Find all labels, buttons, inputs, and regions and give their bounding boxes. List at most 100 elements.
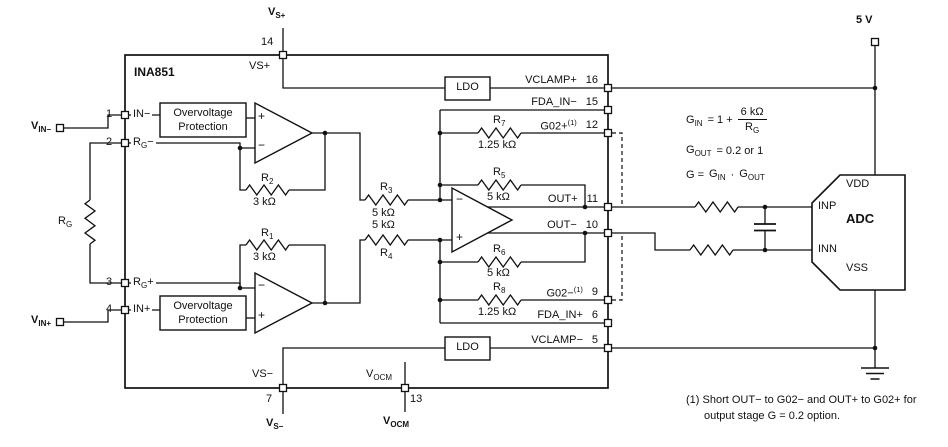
amp2-minus-mark: − xyxy=(258,278,266,292)
fda-symbol xyxy=(451,186,514,254)
pin-16-number: 16 xyxy=(585,74,598,86)
wire-rg-bottom xyxy=(89,244,121,284)
ovp-line1: Overvoltage xyxy=(173,107,233,119)
g-pre: G = xyxy=(686,168,705,181)
gout-rhs: = 0.2 or 1 xyxy=(716,144,764,157)
ovp-line2: Protection xyxy=(178,121,228,133)
fda-minus-mark: − xyxy=(456,192,464,206)
dashed-link-g02m-outm xyxy=(612,233,623,301)
footnote-line1: (1) Short OUT− to G02− and OUT+ to G02+ … xyxy=(686,394,917,406)
pin-16-label: VCLAMP+ xyxy=(525,74,577,86)
pin-6-label: FDA_IN+ xyxy=(537,309,583,321)
resistor-r7-symbol xyxy=(477,126,522,140)
resistor-r3-symbol xyxy=(364,193,409,207)
fda-plus-mark: + xyxy=(456,230,464,244)
wire-vsm-ldo2 xyxy=(282,347,445,384)
pin-terminal-11 xyxy=(603,202,613,212)
resistor-r8-symbol xyxy=(477,293,522,307)
pin-terminal-7 xyxy=(278,383,288,393)
resistor-r2-value: 3 kΩ xyxy=(253,196,276,208)
pin-12-label: G02+(1) xyxy=(540,118,577,133)
wire-layer xyxy=(63,28,876,414)
vin-plus-label: VIN+ xyxy=(31,314,52,329)
pin-9-number: 9 xyxy=(591,286,598,298)
adc-vss-label: VSS xyxy=(846,262,869,274)
wire-r1-right xyxy=(289,244,326,303)
vs-plus-ext-label: VS+ xyxy=(268,6,286,21)
pin-7-label: VS− xyxy=(252,368,274,380)
footnote-line2: output stage G = 0.2 option. xyxy=(704,410,841,422)
resistor-r3-value: 5 kΩ xyxy=(372,207,395,219)
gin-mid: = 1 + xyxy=(707,114,733,127)
wire-outm-ext xyxy=(612,232,690,251)
pin-2-number: 2 xyxy=(106,136,113,148)
gain-option-dashed-links xyxy=(612,132,623,301)
vs-minus-ext-label: VS− xyxy=(266,417,284,432)
gout-lhs: GOUT xyxy=(686,144,712,159)
pin-terminal-3 xyxy=(120,278,130,288)
resistor-r2-symbol xyxy=(245,183,290,197)
rg-ext-label: RG xyxy=(58,215,73,230)
pin-15-label: FDA_IN− xyxy=(531,96,577,108)
vocm-ext-label: VOCM xyxy=(383,415,410,430)
wire-rg-top xyxy=(89,142,121,200)
wire-pin2-amp1 xyxy=(129,142,255,149)
ground-icon xyxy=(861,367,889,380)
resistor-r6-value: 5 kΩ xyxy=(487,267,510,279)
pin-9-row: G02−(1)9 xyxy=(546,286,598,301)
gin-denominator: RG xyxy=(745,121,760,136)
resistor-r6-label: R6 xyxy=(493,243,506,258)
resistor-rg-symbol xyxy=(83,199,97,245)
pin-14-label: VS+ xyxy=(249,60,271,72)
resistor-r6-symbol xyxy=(477,255,522,269)
input-amp-bottom-symbol xyxy=(254,271,314,335)
adc-body xyxy=(811,174,906,291)
gain-equation-gin: GIN = 1 + 6 kΩ RG xyxy=(686,106,767,135)
gin-lhs: GIN xyxy=(686,113,703,128)
wire-r2-left xyxy=(239,148,246,191)
pin-terminal-9 xyxy=(603,295,613,305)
wire-vin-minus xyxy=(63,114,121,129)
pin-11-number: 11 xyxy=(586,193,598,205)
wire-r5-join xyxy=(521,184,586,207)
wire-vsp-int xyxy=(282,59,445,89)
pin-12-row: G02+(1)12 xyxy=(540,119,598,134)
pin-11-label: OUT+ xyxy=(547,193,578,205)
pin-15-number: 15 xyxy=(585,96,598,108)
pin-1-number: 1 xyxy=(106,108,113,120)
resistor-r4-symbol xyxy=(364,233,409,247)
vin-plus-terminal xyxy=(55,317,65,327)
ldo-bottom-box xyxy=(444,336,491,361)
pin-5-number: 5 xyxy=(591,334,598,346)
pin-13-number: 13 xyxy=(410,393,423,405)
input-amp-top-symbol xyxy=(254,101,314,165)
resistor-r8-value: 1.25 kΩ xyxy=(478,306,517,318)
pin-7-number: 7 xyxy=(266,393,273,405)
pin-6-row: FDA_IN+6 xyxy=(537,309,598,322)
chip-name: INA851 xyxy=(134,65,175,79)
block-shapes xyxy=(159,76,906,361)
resistor-r1-value: 3 kΩ xyxy=(253,251,276,263)
pin-terminal-1 xyxy=(120,110,130,120)
ic-boundary xyxy=(124,54,609,389)
wire-r1-left xyxy=(239,244,246,288)
pin-11-row: OUT+ 11 xyxy=(548,193,598,206)
pin-terminal-2 xyxy=(120,138,130,148)
adc-name-label: ADC xyxy=(846,211,875,226)
amp2-plus-mark: + xyxy=(258,308,266,322)
pin-13-label: VOCM xyxy=(366,368,393,383)
pin-3-label: RG+ xyxy=(131,276,156,291)
wire-amp2-out xyxy=(312,239,365,304)
pin-terminal-14 xyxy=(278,50,288,60)
ovp-top-label: Overvoltage Protection xyxy=(160,106,246,134)
gin-numerator: 6 kΩ xyxy=(737,106,767,120)
resistor-r1-symbol xyxy=(245,238,290,252)
resistor-r1-label: R1 xyxy=(261,227,274,242)
ldo-top-label: LDO xyxy=(456,81,479,93)
g-b: GOUT xyxy=(739,168,765,183)
filter-capacitor-symbol xyxy=(754,223,776,232)
g-a: GIN xyxy=(709,168,726,183)
ovp-line1: Overvoltage xyxy=(173,300,233,312)
amp1-minus-mark: − xyxy=(258,138,266,152)
